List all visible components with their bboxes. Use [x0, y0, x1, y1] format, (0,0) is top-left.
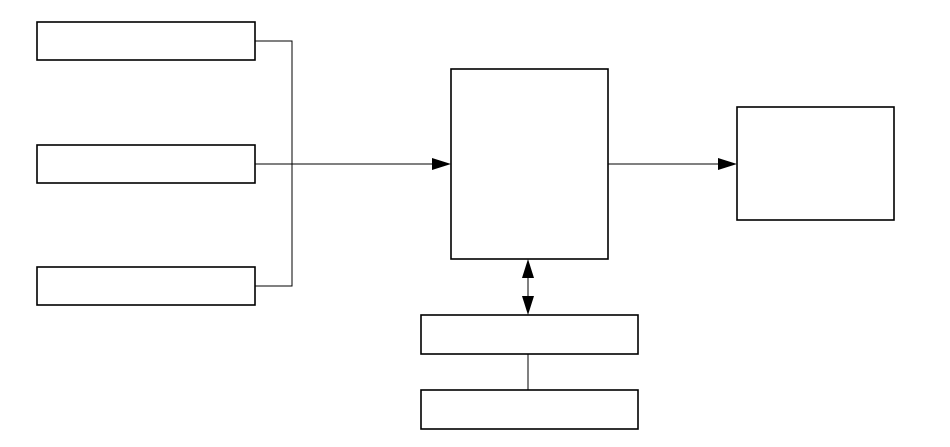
arrowhead-into-output	[718, 158, 737, 170]
central-block	[450, 68, 609, 260]
input-block-1	[36, 21, 256, 61]
arrowhead-down-into-lower-1	[522, 296, 534, 315]
input-block-3	[36, 266, 256, 306]
lower-block-1	[420, 314, 639, 355]
input-block-2	[36, 144, 256, 184]
connector-input-1-to-bus	[255, 40, 293, 164]
lower-block-2	[420, 389, 639, 430]
output-block	[736, 106, 895, 221]
arrowhead-up-into-central	[522, 259, 534, 278]
arrowhead-into-central	[432, 158, 451, 170]
connector-input-3-to-bus	[255, 164, 293, 287]
